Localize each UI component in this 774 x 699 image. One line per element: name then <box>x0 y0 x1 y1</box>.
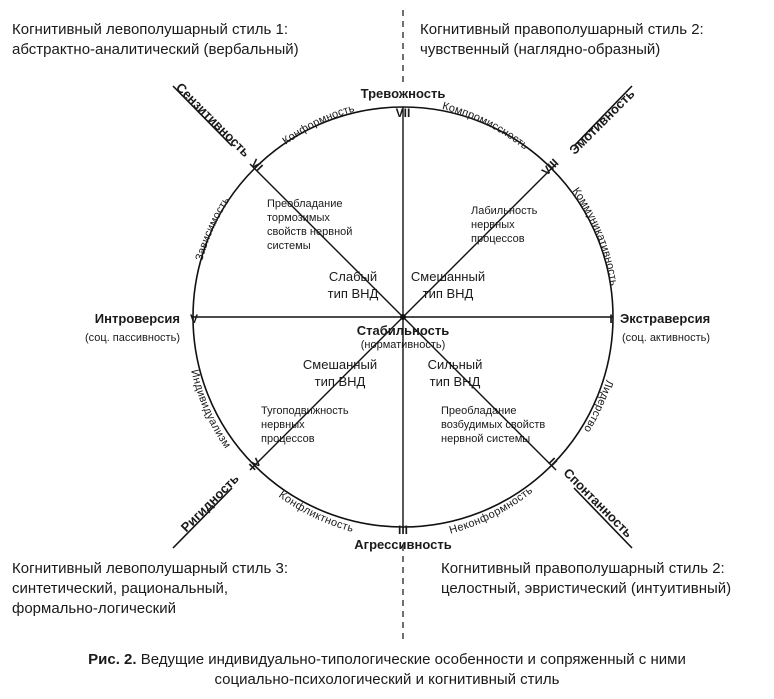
arc-label-compromise: Компромиссность <box>441 100 530 152</box>
note-line: возбудимых свойств <box>441 419 545 431</box>
center-sublabel: (нормативность) <box>361 339 446 351</box>
vnd-type-strong: Сильный <box>428 357 483 372</box>
quadrant-top-right-note: Лабильность нервных процессов <box>471 205 538 245</box>
corner-line: целостный, эвристический (интуитивный) <box>441 580 732 597</box>
note-line: Преобладание <box>267 198 342 210</box>
arc-label-conflict: Конфликтность <box>276 489 355 535</box>
pole-bottom-left-label: Ригидность <box>178 471 242 535</box>
vnd-type-mixed-top: Смешанный <box>411 269 485 284</box>
corner-line: Когнитивный правополушарный стиль 2: <box>441 560 725 577</box>
cognitive-style-2-bottom: Когнитивный правополушарный стиль 2: цел… <box>441 559 731 599</box>
pole-left-sublabel: (соц. пассивность) <box>85 332 180 344</box>
numeral-iii: III <box>398 523 408 537</box>
cognitive-style-3: Когнитивный левополушарный стиль 3: синт… <box>12 559 288 619</box>
corner-line: Когнитивный левополушарный стиль 1: <box>12 21 288 38</box>
arc-label-nonconformity: Неконформность <box>448 484 535 536</box>
note-line: свойств нервной <box>267 226 352 238</box>
caption-line2: социально-психологический и когнитивный … <box>214 671 560 688</box>
pole-bottom-right-label: Спонтанность <box>560 465 635 540</box>
arc-label-communicativity: Коммуникативность <box>570 185 620 286</box>
arc-label-individualism: Индивидуализм <box>188 368 233 450</box>
axis-diagonal-sw <box>249 316 404 471</box>
vnd-type-weak-suffix: тип ВНД <box>328 286 379 301</box>
pole-right-label: Экстраверсия <box>620 311 710 326</box>
cognitive-style-2-top: Когнитивный правополушарный стиль 2: чув… <box>420 20 704 60</box>
corner-line: синтетический, рациональный, <box>12 580 229 597</box>
axis-diagonal-se <box>402 316 557 471</box>
outer-line-ne <box>573 85 633 147</box>
caption-label: Рис. 2. <box>88 651 137 668</box>
corner-line: чувственный (наглядно-образный) <box>420 41 661 58</box>
numeral-v: V <box>190 312 198 326</box>
pole-right-sublabel: (соц. активность) <box>622 332 710 344</box>
quadrant-top-left-note: Преобладание тормозимых свойств нервной … <box>267 198 352 252</box>
note-line: нервной системы <box>441 433 530 445</box>
vnd-type-mixed-bottom: Смешанный <box>303 357 377 372</box>
axis-diagonal-nw <box>249 163 404 318</box>
note-line: тормозимых <box>267 212 330 224</box>
corner-line: формально-логический <box>12 600 176 617</box>
quadrant-bottom-right-note: Преобладание возбудимых свойств нервной … <box>441 405 545 445</box>
vnd-type-weak: Слабый <box>329 269 377 284</box>
pole-top-left-label: Сензитивность <box>173 80 253 160</box>
cognitive-style-1: Когнитивный левополушарный стиль 1: абст… <box>12 20 299 60</box>
axis-diagonal-ne <box>402 163 557 318</box>
arc-label-leadership: Лидерство <box>581 379 615 435</box>
note-line: системы <box>267 240 311 252</box>
pole-left-label: Интроверсия <box>95 311 180 326</box>
outer-line-sw <box>172 487 233 549</box>
figure-caption: Рис. 2. Ведущие индивидуально-типологиче… <box>0 650 774 690</box>
note-line: нервных <box>471 219 515 231</box>
note-line: Преобладание <box>441 405 516 417</box>
arc-label-conformity: Конформность <box>280 103 356 148</box>
pole-top-label: Тревожность <box>361 86 446 101</box>
numeral-i: I <box>609 312 612 326</box>
arc-label-dependence: Зависимость <box>194 195 233 262</box>
note-line: процессов <box>471 233 525 245</box>
vnd-type-strong-suffix: тип ВНД <box>430 374 481 389</box>
center-label: Стабильность <box>357 323 449 338</box>
corner-line: абстрактно-аналитический (вербальный) <box>12 41 299 58</box>
caption-line1: Ведущие индивидуально-типологические осо… <box>140 651 686 668</box>
corner-line: Когнитивный правополушарный стиль 2: <box>420 21 704 38</box>
note-line: Тугоподвижность <box>261 405 349 417</box>
outer-line-nw <box>172 85 233 147</box>
pole-top-right-label: Эмотивность <box>566 86 637 157</box>
note-line: нервных <box>261 419 305 431</box>
corner-line: Когнитивный левополушарный стиль 3: <box>12 560 288 577</box>
quadrant-bottom-left-note: Тугоподвижность нервных процессов <box>261 405 349 445</box>
numeral-vii: VII <box>396 106 411 120</box>
pole-bottom-label: Агрессивность <box>354 537 451 552</box>
note-line: Лабильность <box>471 205 538 217</box>
outer-line-se <box>573 487 633 549</box>
vnd-type-mixed-bottom-suffix: тип ВНД <box>315 374 366 389</box>
vnd-type-mixed-top-suffix: тип ВНД <box>423 286 474 301</box>
center-point <box>400 314 406 320</box>
note-line: процессов <box>261 433 315 445</box>
